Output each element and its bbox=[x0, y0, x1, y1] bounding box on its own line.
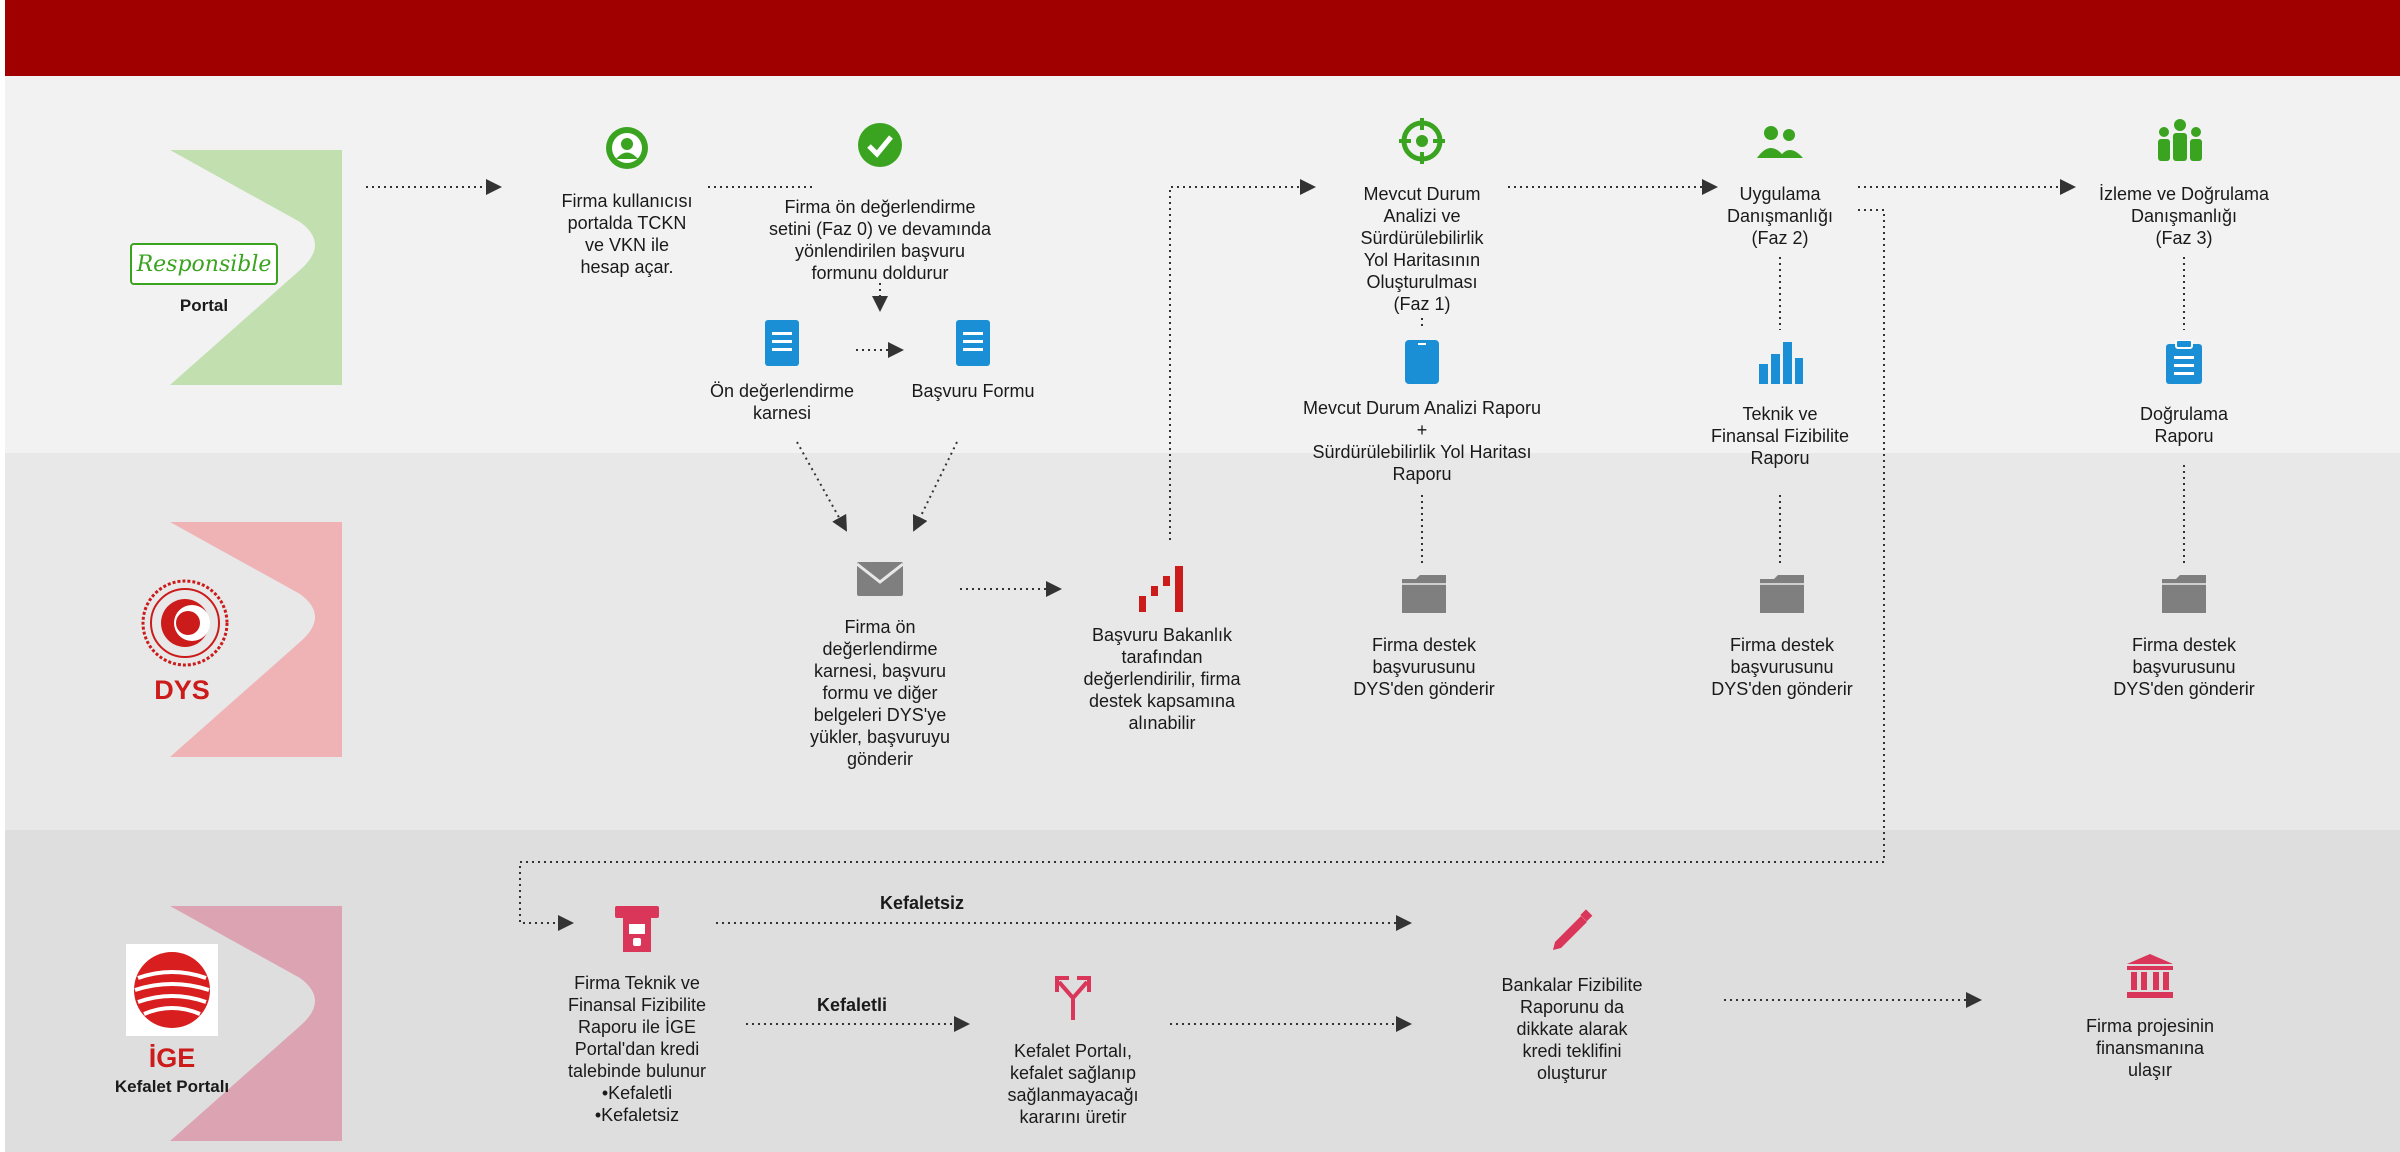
portal-logo-text: Responsible bbox=[136, 251, 272, 277]
edge-label-kefaletsiz: Kefaletsiz bbox=[879, 893, 965, 913]
header-bar bbox=[5, 0, 2400, 76]
edge-label-kefaletli: Kefaletli bbox=[816, 995, 888, 1015]
portal-label: Portal bbox=[179, 296, 229, 315]
check-circle-icon bbox=[858, 123, 902, 167]
bank-icon bbox=[2127, 954, 2173, 998]
document-icon bbox=[956, 320, 990, 366]
dys-label: DYS bbox=[154, 675, 210, 705]
doc-application-form: Başvuru Formu bbox=[911, 381, 1035, 401]
portal-chevron bbox=[170, 150, 342, 385]
ige-chevron bbox=[170, 906, 342, 1141]
clipboard-icon bbox=[2166, 340, 2202, 384]
target-icon bbox=[1399, 118, 1445, 164]
folder-icon bbox=[1760, 575, 1804, 613]
users-icon bbox=[1757, 126, 1803, 158]
user-circle-icon bbox=[606, 127, 648, 169]
fork-arrow-icon bbox=[1055, 976, 1091, 1020]
atm-icon bbox=[615, 906, 659, 952]
pencil-icon bbox=[1553, 909, 1593, 950]
team-icon bbox=[2158, 119, 2202, 161]
doc-phase1-report: Mevcut Durum Analizi Raporu+Sürdürülebil… bbox=[1302, 398, 1542, 484]
envelope-icon bbox=[857, 562, 903, 596]
rising-bars-icon bbox=[1139, 566, 1183, 612]
tablet-icon bbox=[1405, 340, 1439, 384]
bar-chart-icon bbox=[1759, 342, 1803, 384]
dys-seal bbox=[141, 579, 229, 667]
folder-icon bbox=[2162, 575, 2206, 613]
folder-icon bbox=[1402, 575, 1446, 613]
portal-logo: Responsible bbox=[130, 243, 278, 285]
ige-subtitle: Kefalet Portalı bbox=[114, 1077, 230, 1096]
ige-logo bbox=[126, 944, 218, 1036]
ige-title: İGE bbox=[148, 1043, 196, 1073]
dys-chevron bbox=[170, 522, 342, 757]
document-icon bbox=[765, 320, 799, 366]
